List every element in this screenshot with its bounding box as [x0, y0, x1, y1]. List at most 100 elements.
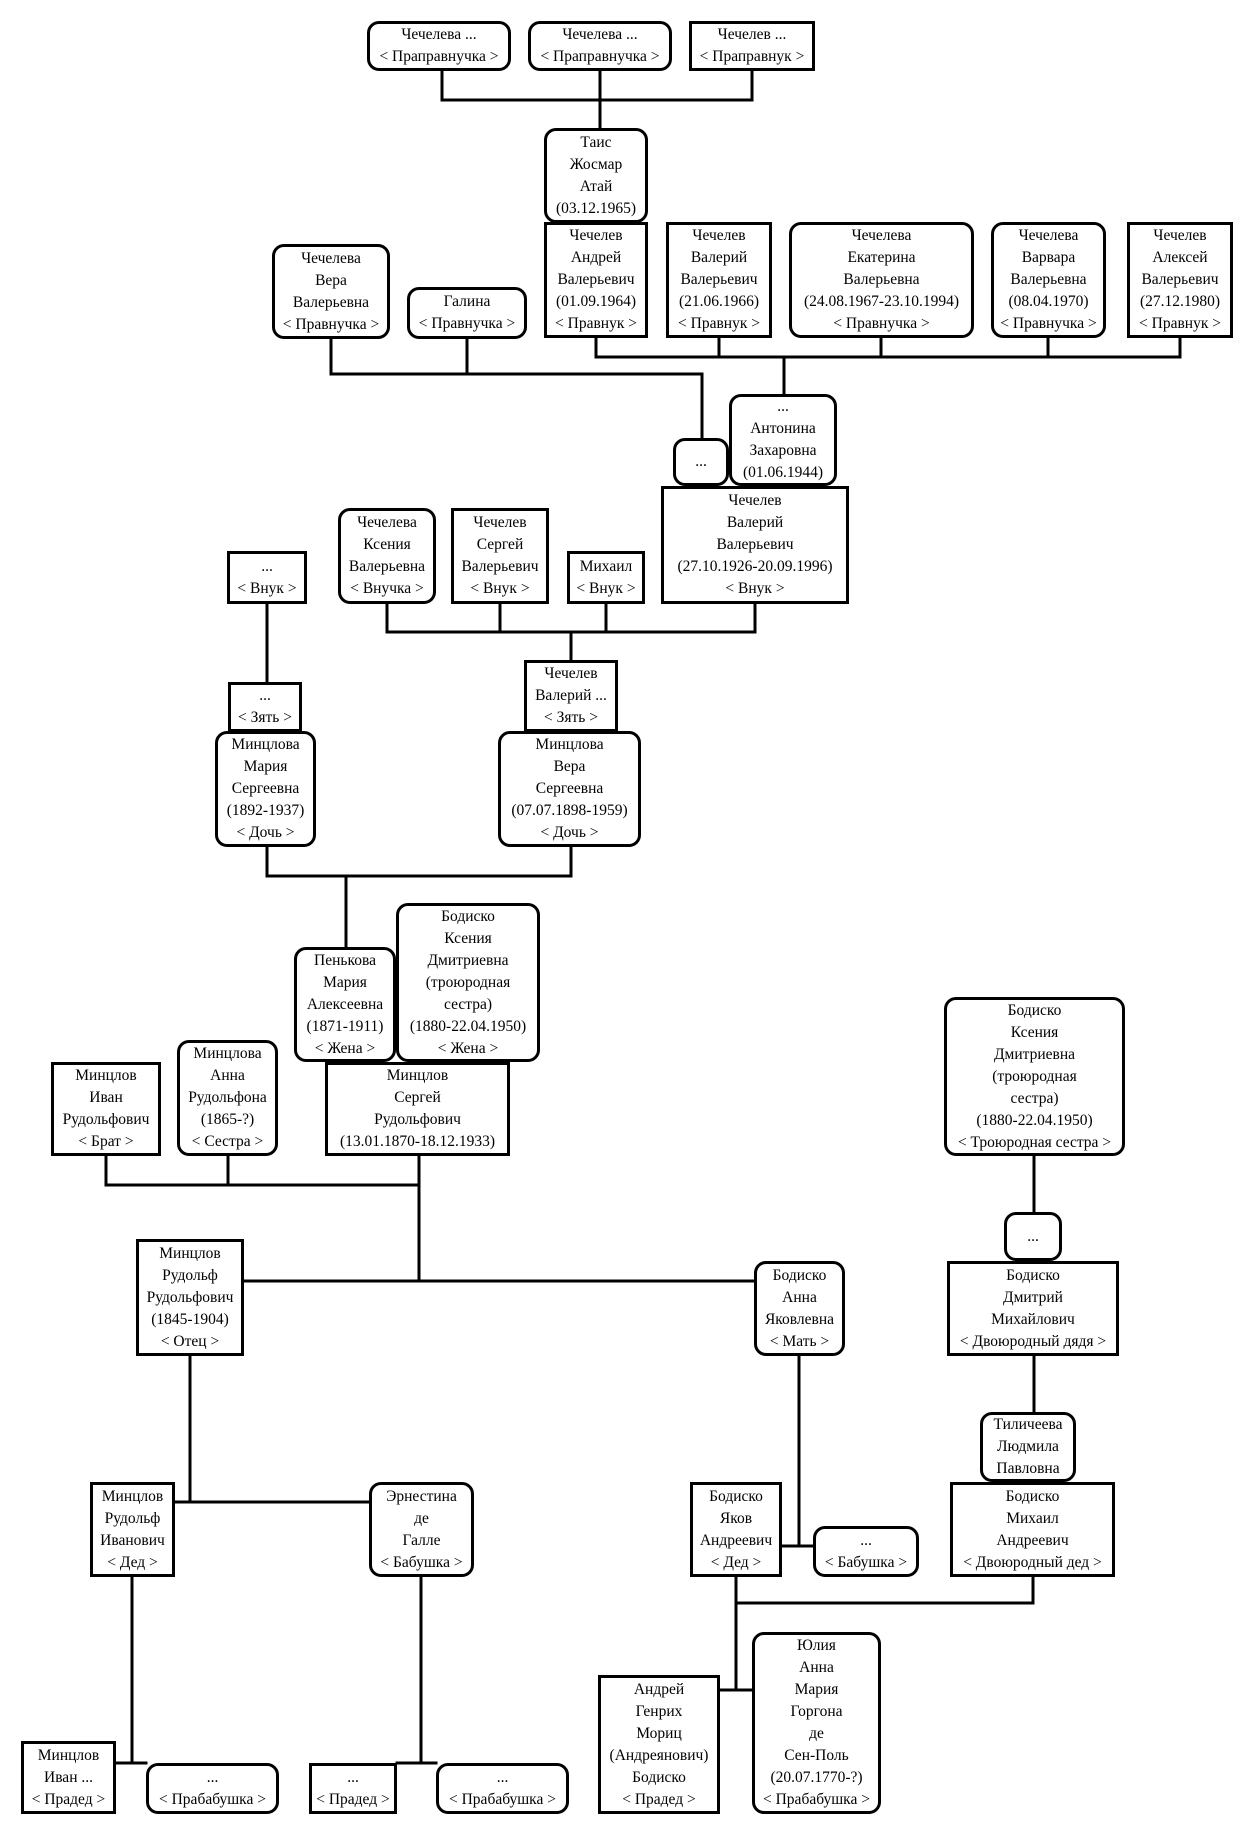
person-text-line: (Андреянович): [609, 1746, 709, 1764]
person-text-line: < Внук >: [576, 579, 636, 597]
person-text-line: Сергей: [476, 536, 524, 553]
person-text-line: Валерьевич: [716, 536, 794, 553]
person-text-line: Дмитриевна: [427, 951, 509, 969]
person-card[interactable]: ...< Прабабушка >: [146, 1763, 279, 1814]
person-card[interactable]: ...< Внук >: [227, 551, 307, 604]
person-text-line: < Дочь >: [236, 824, 295, 841]
person-text-line: Рудольфович: [374, 1111, 461, 1128]
person-text-line: Андрей: [633, 1680, 685, 1698]
person-text-line: Валерий: [726, 514, 784, 531]
person-text-line: Анна: [782, 1288, 817, 1306]
person-card[interactable]: ...< Прадед >: [309, 1763, 397, 1814]
person-text-line: Мария: [243, 758, 288, 775]
person-text-line: Горгона: [790, 1703, 843, 1720]
person-card[interactable]: Чечелева ...< Праправнучка >: [528, 21, 672, 71]
person-text-line: Пенькова: [314, 951, 376, 969]
person-text-line: Чечелев: [473, 514, 527, 531]
person-card[interactable]: Михаил < Внук >: [567, 551, 645, 604]
person-text-line: Алексеевна: [306, 995, 384, 1013]
person-text-line: (1845-1904): [151, 1310, 229, 1328]
person-text-line: Иванович: [100, 1531, 165, 1549]
person-text-line: < Праправнук >: [699, 48, 805, 65]
person-text-line: Чечелева: [1018, 227, 1079, 244]
person-text-line: < Жена >: [314, 1039, 376, 1057]
person-card[interactable]: ...< Бабушка >: [813, 1526, 919, 1577]
person-text-line: Людмила: [997, 1438, 1059, 1455]
person-text-line: Валерьевич: [557, 271, 635, 288]
person-text-line: < Зять >: [238, 709, 292, 726]
person-text-line: < Прадед >: [622, 1790, 696, 1808]
person-text-line: < Правнучка >: [418, 315, 516, 332]
person-text-line: Галина: [443, 293, 491, 310]
person-text-line: Алексей: [1152, 249, 1208, 266]
person-text-line: Мария: [794, 1681, 839, 1698]
person-text-line: Чечелев: [569, 227, 623, 244]
person-text-line: Варвара: [1021, 249, 1076, 266]
person-text-line: Захаровна: [749, 442, 817, 459]
person-text-line: Валерий ...: [535, 687, 607, 704]
person-text-line: ...: [261, 557, 273, 575]
person-card[interactable]: ...: [1004, 1212, 1062, 1261]
person-card[interactable]: Галина < Правнучка >: [407, 287, 527, 339]
person-text-line: (1880-22.04.1950): [976, 1111, 1093, 1129]
person-text-line: Сергеевна: [535, 780, 604, 797]
person-text-line: Бодиско: [1006, 1266, 1060, 1284]
person-text-line: < Зять >: [544, 709, 598, 726]
person-text-line: Атай: [579, 177, 613, 195]
person-card[interactable]: ...: [673, 438, 729, 486]
person-text-line: (20.07.1770-?): [770, 1769, 863, 1786]
person-card[interactable]: ...< Зять >: [228, 682, 302, 732]
person-text-line: Мориц: [636, 1724, 682, 1742]
person-text-line: Чечелев: [692, 227, 746, 244]
person-text-line: < Троюродная сестра >: [957, 1133, 1112, 1151]
person-card[interactable]: Чечелева ...< Праправнучка >: [367, 21, 511, 71]
person-text-line: Таис: [580, 133, 612, 151]
person-text-line: Бодиско: [1005, 1487, 1060, 1505]
person-text-line: < Правнук >: [1139, 315, 1221, 332]
person-text-line: < Отец >: [160, 1332, 220, 1350]
person-card[interactable]: Чечелев ...< Праправнук >: [689, 21, 815, 71]
person-text-line: Валерьевич: [680, 271, 758, 288]
person-text-line: Валерьевна: [292, 293, 370, 311]
person-text-line: Михаил: [579, 557, 633, 575]
person-text-line: Иван: [89, 1089, 123, 1106]
person-text-line: < Жена >: [437, 1039, 499, 1057]
person-text-line: Валерьевич: [1141, 271, 1219, 288]
person-card[interactable]: ...< Прабабушка >: [436, 1763, 569, 1814]
person-text-line: (13.01.1870-18.12.1933): [340, 1133, 495, 1150]
person-text-line: < Прадед >: [31, 1790, 106, 1808]
person-text-line: < Бабушка >: [380, 1553, 463, 1571]
